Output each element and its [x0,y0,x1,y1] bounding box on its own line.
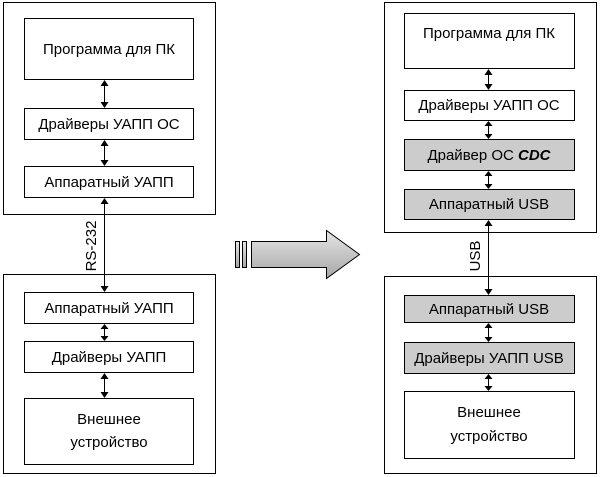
left-hw-uart-bottom-label: Аппаратный УАПП [44,300,173,317]
right-os-drivers-box [404,90,575,121]
left-configuration: Программа для ПК Драйверы УАПП ОС Аппара… [3,2,216,474]
right-arrow-program-os [484,69,493,90]
left-pc-program-label: Программа для ПК [43,41,175,58]
right-uart-usb-drivers-box [404,342,575,374]
left-os-drivers-label: Драйверы УАПП ОС [38,116,179,133]
right-arrow-drivers-device [484,374,493,391]
transition-arrow-tick-2 [242,241,247,268]
right-arrow-cdc-hw [484,171,493,189]
right-cdc-driver-box [404,139,575,171]
left-ext-device-box [24,398,194,465]
right-ext-device-label-line2: устройство [450,428,527,445]
right-ext-device-label-line1: Внешнее [457,404,521,421]
transition-arrow-body [251,229,361,280]
right-hw-usb-bottom-box [404,295,575,323]
right-arrow-hw-drivers [484,323,493,342]
left-pc-program-box [24,18,194,80]
left-ext-device-label-line1: Внешнее [77,411,141,428]
right-usb-label: USB [467,241,484,272]
right-ext-device-box [404,391,575,459]
right-cdc-driver-prefix: Драйвер ОС [427,147,518,164]
right-uart-usb-drivers-label: Драйверы УАПП USB [414,350,564,367]
left-uart-drivers-box [24,341,194,373]
left-rs232-link [100,198,109,292]
right-pc-program-box [404,13,575,69]
left-hw-uart-bottom-box [24,292,194,324]
left-hw-uart-top-label: Аппаратный УАПП [44,174,173,191]
right-pc-program-label: Программа для ПК [423,25,555,42]
left-arrow-hw-drivers [100,324,109,341]
left-rs232-label: RS-232 [83,221,100,272]
right-arrow-os-cdc [484,121,493,139]
transition-arrow [235,229,361,280]
right-hw-usb-bottom-label: Аппаратный USB [429,301,549,318]
right-os-drivers-label: Драйверы УАПП ОС [418,97,559,114]
left-ext-device-label-line2: устройство [70,434,147,451]
left-uart-drivers-label: Драйверы УАПП [52,349,167,366]
left-arrow-os-hw [100,140,109,166]
right-configuration: Программа для ПК Драйверы УАПП ОС Драйве… [384,2,597,474]
right-hw-usb-top-label: Аппаратный USB [429,196,549,213]
right-cdc-driver-bold: CDC [518,147,552,164]
transition-arrow-tick-1 [235,241,240,268]
right-cdc-driver-label: Драйвер ОС CDC [427,147,551,164]
right-hw-usb-top-box [404,189,575,220]
left-hw-uart-top-box [24,166,194,198]
right-usb-link [484,220,493,295]
left-arrow-program-os [100,80,109,108]
left-arrow-drivers-device [100,373,109,398]
left-os-drivers-box [24,108,194,140]
